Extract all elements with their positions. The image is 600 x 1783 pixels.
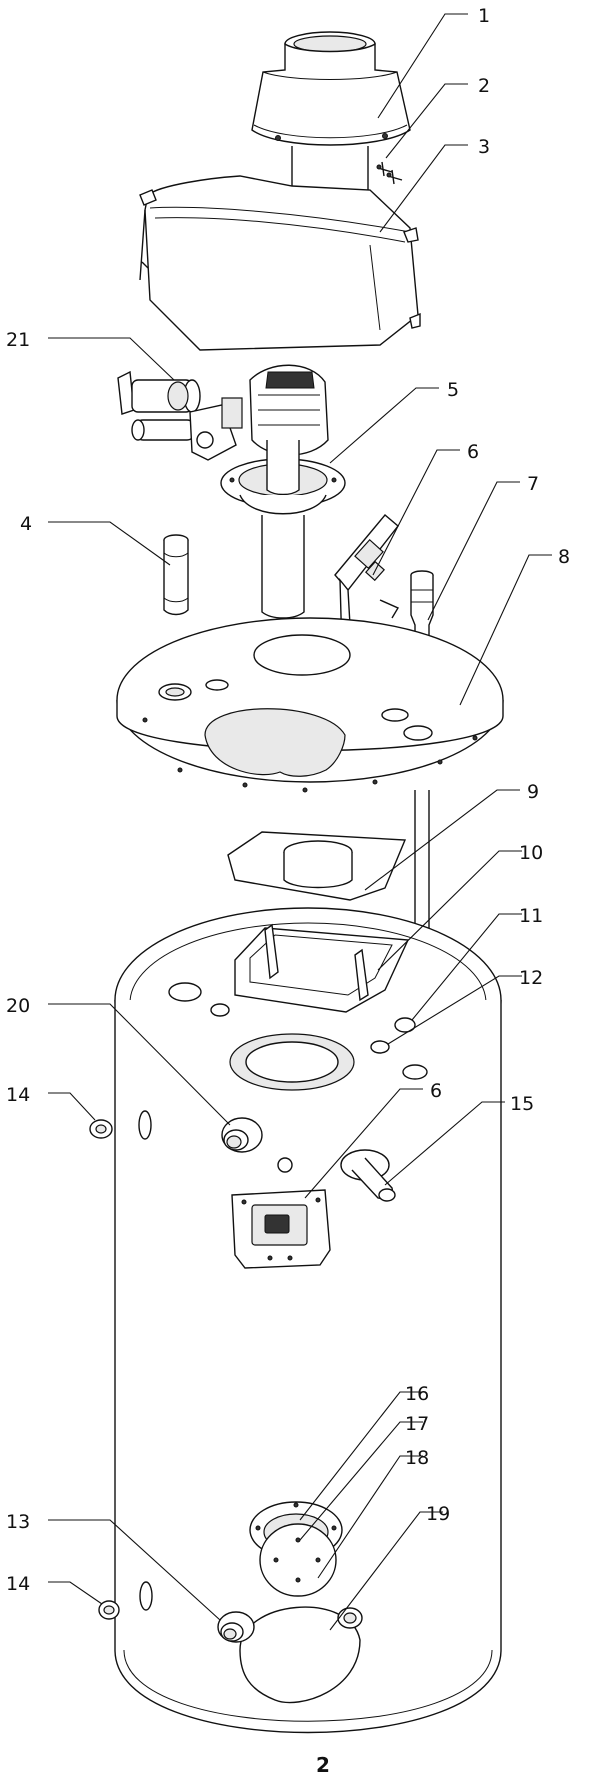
callout-number: 19	[426, 1503, 450, 1525]
inner-baffle-box	[234, 923, 410, 1013]
callout-number: 2	[478, 75, 490, 97]
callout-number: 6	[467, 441, 479, 463]
small-nut-upper	[89, 1119, 113, 1139]
callout-number: 15	[510, 1093, 534, 1115]
callout-number: 13	[6, 1511, 30, 1533]
nipple-pipe	[163, 534, 189, 616]
flue-collector	[251, 31, 411, 199]
callout-number: 7	[527, 473, 539, 495]
tank-fitting-upper	[138, 1110, 293, 1173]
callout-number: 21	[6, 329, 30, 351]
small-nut-lower	[98, 1600, 120, 1620]
inner-fittings	[168, 982, 428, 1091]
control-module	[231, 1189, 331, 1269]
callout-number: 11	[519, 905, 543, 927]
screws	[376, 161, 403, 185]
side-outlet-pipe	[340, 1149, 396, 1202]
leader-lines	[48, 13, 552, 1631]
callout-number: 17	[405, 1413, 429, 1435]
callout-number: 1	[478, 5, 490, 27]
flue-flange	[220, 440, 346, 619]
callout-number: 6	[430, 1080, 442, 1102]
callout-number: 8	[558, 546, 570, 568]
callout-number: 4	[20, 513, 32, 535]
page-number: 2	[316, 1753, 330, 1777]
gasket	[227, 831, 407, 901]
callout-number: 16	[405, 1383, 429, 1405]
callout-number: 3	[478, 136, 490, 158]
tank-fitting-lower	[139, 1581, 255, 1643]
callout-number: 20	[6, 995, 30, 1017]
gas-valve-assembly	[117, 364, 329, 461]
top-plate	[116, 617, 504, 793]
callout-number: 10	[519, 842, 543, 864]
callout-number: 14	[6, 1573, 30, 1595]
callout-number: 18	[405, 1447, 429, 1469]
cover-shroud	[139, 175, 421, 351]
callout-number: 9	[527, 781, 539, 803]
burner-access-door	[239, 1501, 363, 1704]
tank-body	[114, 907, 502, 1734]
callout-number: 14	[6, 1084, 30, 1106]
callout-number: 12	[519, 967, 543, 989]
callout-number: 5	[447, 379, 459, 401]
